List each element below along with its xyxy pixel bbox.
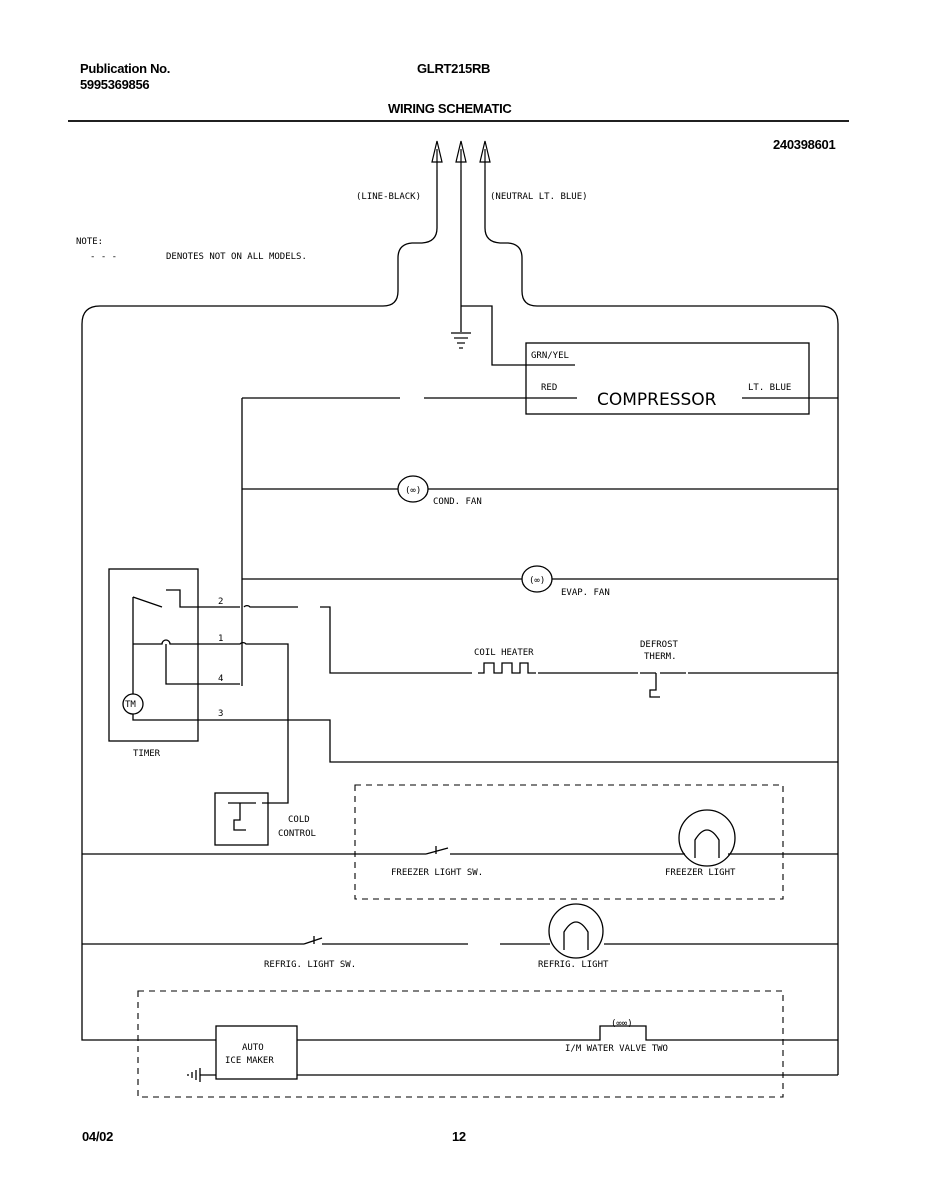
publication-label: Publication No. [80, 61, 171, 76]
svg-text:(∞∞): (∞∞) [611, 1019, 633, 1029]
note-text: DENOTES NOT ON ALL MODELS. [166, 252, 307, 262]
timer: TM TIMER 2 1 4 3 [108, 568, 838, 800]
ice-maker-label-2: ICE MAKER [225, 1056, 274, 1066]
compressor-red-wire: RED [541, 383, 557, 393]
evap-fan: (∞) EVAP. FAN [242, 565, 838, 598]
water-valve-label: I/M WATER VALVE TWO [565, 1044, 668, 1054]
freezer-light-icon [678, 809, 736, 867]
refrig-light-sw-label: REFRIG. LIGHT SW. [264, 960, 356, 970]
svg-text:TM: TM [125, 700, 136, 710]
page-number: 12 [452, 1129, 466, 1144]
svg-text:(∞): (∞) [405, 486, 421, 496]
power-cord [81, 140, 839, 1075]
line-lead-label: (LINE-BLACK) [356, 192, 421, 202]
defrost-thermostat: DEFROST THERM. [640, 640, 686, 698]
cold-control-label-2: CONTROL [278, 829, 316, 839]
compressor-label: COMPRESSOR [597, 390, 717, 410]
coil-heater-label: COIL HEATER [474, 648, 534, 658]
page-title: WIRING SCHEMATIC [388, 101, 512, 116]
timer-terminal-1: 1 [218, 634, 223, 644]
evap-fan-label: EVAP. FAN [561, 588, 610, 598]
cold-control-label-1: COLD [288, 815, 310, 825]
timer-terminal-2: 2 [218, 597, 223, 607]
compressor-ground-wire: GRN/YEL [531, 351, 569, 361]
refrig-light-icon [548, 903, 604, 959]
note-symbol: - - - [90, 252, 117, 262]
svg-text:(∞): (∞) [529, 576, 545, 586]
defrost-label-1: DEFROST [640, 640, 679, 650]
diagram-number: 240398601 [773, 137, 836, 152]
cond-fan: (∞) COND. FAN [242, 475, 838, 507]
publication-number: 5995369856 [80, 77, 150, 92]
footer-date: 04/02 [82, 1129, 114, 1144]
compressor-blue-wire: LT. BLUE [748, 383, 791, 393]
cold-control: COLD CONTROL [214, 792, 316, 846]
freezer-light-label: FREEZER LIGHT [665, 868, 736, 878]
cond-fan-label: COND. FAN [433, 497, 482, 507]
ground-symbol [451, 332, 471, 349]
model-number: GLRT215RB [417, 61, 491, 76]
note-heading: NOTE: [76, 237, 103, 247]
coil-heater: COIL HEATER [474, 648, 536, 674]
freezer-light-circuit: FREEZER LIGHT SW. FREEZER LIGHT [82, 784, 838, 900]
freezer-light-sw-label: FREEZER LIGHT SW. [391, 868, 483, 878]
ice-maker-circuit: (∞∞) AUTO ICE MAKER I/M WATER VALVE TWO [137, 990, 838, 1098]
neutral-lead-label: (NEUTRAL LT. BLUE) [490, 192, 588, 202]
refrig-light-circuit: REFRIG. LIGHT SW. REFRIG. LIGHT [82, 903, 838, 970]
defrost-label-2: THERM. [644, 652, 677, 662]
timer-label: TIMER [133, 749, 161, 759]
refrig-light-label: REFRIG. LIGHT [538, 960, 609, 970]
timer-terminal-4: 4 [218, 674, 223, 684]
ice-maker-label-1: AUTO [242, 1043, 264, 1053]
compressor: GRN/YEL RED LT. BLUE COMPRESSOR [525, 342, 838, 415]
timer-terminal-3: 3 [218, 709, 223, 719]
